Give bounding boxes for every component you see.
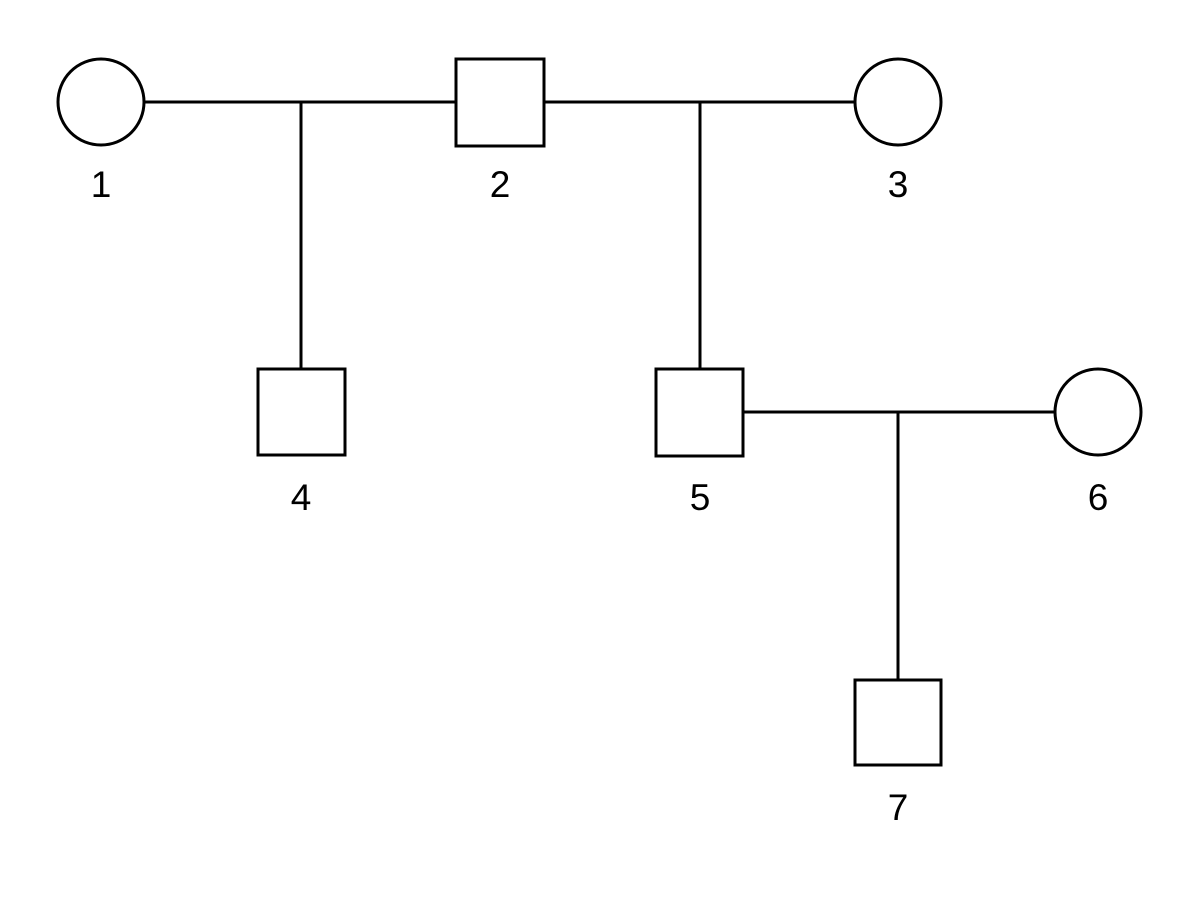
- union-2-3: [544, 100, 855, 369]
- union-lines-layer: [144, 100, 1055, 680]
- union-5-6: [743, 410, 1055, 680]
- individual-symbols-layer: [56, 57, 1143, 767]
- individual-labels-layer: 1 2 3 4 5 6 7: [91, 164, 1109, 828]
- individual-symbol-male-4[interactable]: [256, 367, 347, 457]
- individual-label-4: 4: [291, 477, 312, 518]
- individual-label-2: 2: [490, 164, 511, 205]
- individual-symbol-male-7[interactable]: [853, 678, 943, 767]
- individual-symbol-female-6[interactable]: [1053, 367, 1143, 457]
- individual-symbol-female-1[interactable]: [56, 57, 146, 147]
- union-1-2: [144, 100, 456, 369]
- individual-symbol-female-3[interactable]: [853, 57, 943, 147]
- individual-symbol-male-2[interactable]: [454, 57, 546, 148]
- individual-label-7: 7: [888, 787, 909, 828]
- individual-label-6: 6: [1088, 477, 1109, 518]
- individual-label-5: 5: [690, 477, 711, 518]
- individual-label-3: 3: [888, 164, 909, 205]
- individual-label-1: 1: [91, 164, 112, 205]
- individual-symbol-male-5[interactable]: [654, 367, 745, 458]
